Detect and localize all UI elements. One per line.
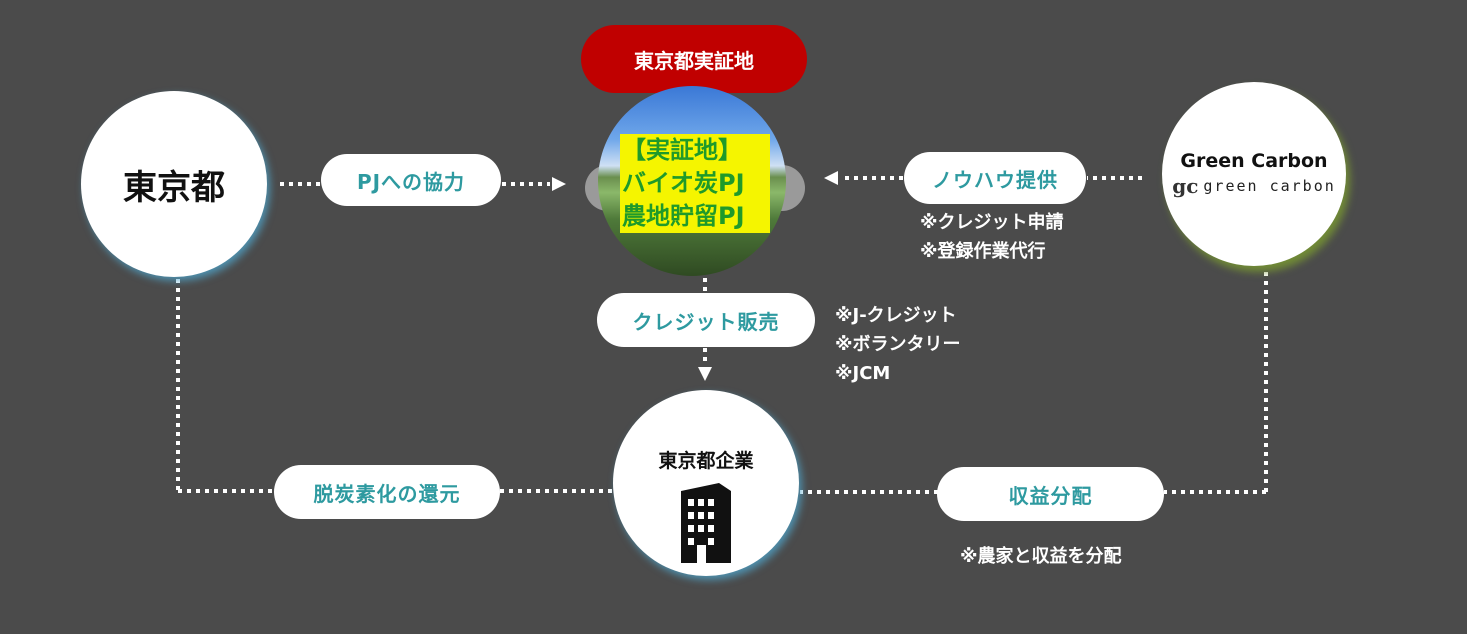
arrow-right-icon [552,177,566,191]
knowhow-label: ノウハウ提供 [932,167,1058,192]
arrow-left-icon [824,171,838,185]
site-caption-line: バイオ炭PJ [622,169,745,197]
green-carbon-node: Green Carbon gc green carbon [1162,82,1346,266]
cooperation-label: PJへの協力 [356,169,466,194]
note-line: ※クレジット申請 [920,212,1064,233]
companies-node: 東京都企業 [613,390,799,576]
cooperation-pill: PJへの協力 [321,154,501,206]
building-icon [681,483,731,563]
return-pill: 脱炭素化の還元 [274,465,500,519]
credit-notes: ※J-クレジット ※ボランタリー ※JCM [835,301,961,388]
site-caption-line: 農地貯留PJ [622,202,745,230]
knowhow-pill: ノウハウ提供 [904,152,1086,204]
tokyo-label: 東京都 [123,167,225,208]
gc-logo-text: green carbon [1203,177,1336,195]
green-carbon-logo: gc green carbon [1172,174,1336,198]
knowhow-notes: ※クレジット申請 ※登録作業代行 [920,208,1064,266]
site-caption-line: 【実証地】 [622,136,742,164]
note-line: ※登録作業代行 [920,241,1046,262]
site-title-badge: 東京都実証地 [581,25,807,93]
note-line: ※JCM [835,363,891,384]
profit-label: 収益分配 [1008,483,1093,508]
arrow-down-icon [698,367,712,381]
credit-sales-label: クレジット販売 [632,309,780,334]
profit-pill: 収益分配 [937,467,1164,521]
note-line: ※ボランタリー [835,334,961,355]
gc-logo-icon: gc [1172,174,1199,198]
note-line: ※農家と収益を分配 [960,546,1122,567]
note-line: ※J-クレジット [835,305,957,326]
return-label: 脱炭素化の還元 [313,481,461,506]
tokyo-node: 東京都 [81,91,267,277]
credit-sales-pill: クレジット販売 [597,293,815,347]
site-caption: 【実証地】 バイオ炭PJ 農地貯留PJ [620,134,770,233]
site-title-label: 東京都実証地 [634,48,754,73]
profit-notes: ※農家と収益を分配 [960,542,1122,571]
companies-label: 東京都企業 [658,450,754,472]
green-carbon-title: Green Carbon [1180,150,1328,172]
